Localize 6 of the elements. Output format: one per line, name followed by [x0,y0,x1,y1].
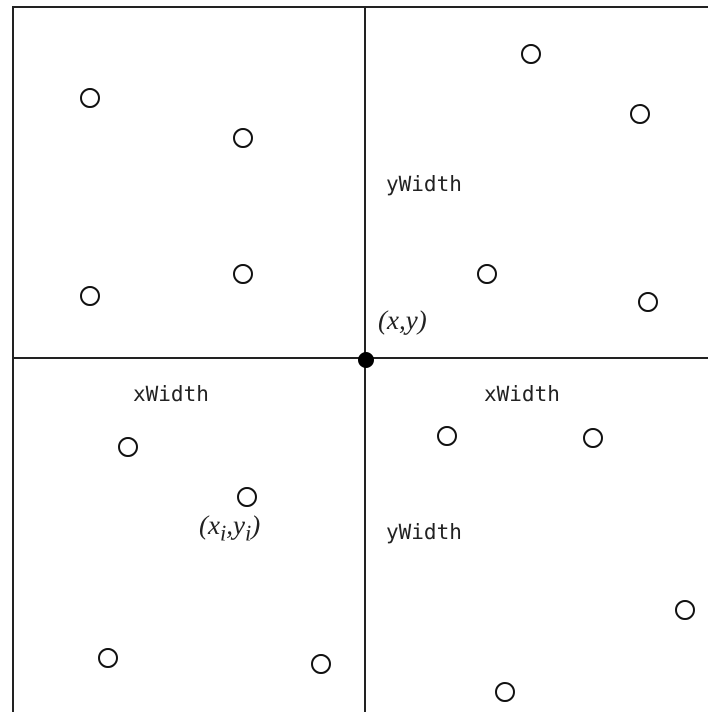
coordinate-label: (x$_{i}$,y$_{i}$) [199,512,260,545]
coordinate-label: (x,y) [378,307,427,334]
width-label: yWidth [386,522,462,543]
width-label: xWidth [133,384,209,405]
width-label: yWidth [386,174,462,195]
width-label: xWidth [484,384,560,405]
